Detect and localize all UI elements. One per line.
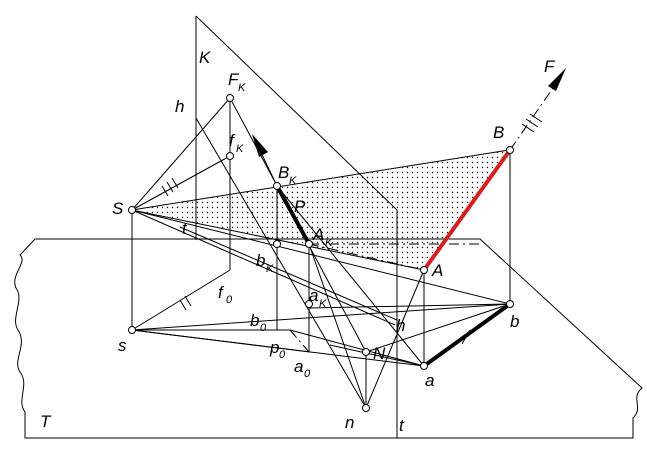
label-bk-small-sub: K — [266, 263, 274, 275]
label-a0-sub: 0 — [304, 368, 311, 380]
label-a0: a — [294, 357, 303, 376]
segment-bk-ak — [275, 185, 311, 245]
label-bk-small: b — [256, 251, 265, 270]
ticks-s-ground — [179, 295, 192, 311]
label-t-lower: t — [399, 416, 405, 435]
label-f0-sub: 0 — [226, 294, 233, 306]
arrow-f-icon — [548, 68, 566, 91]
label-b-ground: b — [510, 312, 519, 331]
label-a-ground: a — [425, 371, 434, 390]
label-bk: B — [278, 163, 289, 182]
label-ak-small-sub: K — [319, 298, 327, 310]
label-fk: F — [228, 70, 240, 89]
label-a-upper: A — [431, 261, 443, 280]
spatial-rays — [131, 97, 511, 326]
dashdot-lines — [289, 243, 480, 353]
label-fk-sub: K — [238, 82, 246, 94]
ticks-f — [521, 113, 543, 133]
ground-rays — [131, 269, 511, 367]
label-s-ground: s — [118, 336, 127, 355]
label-ak-small: a — [309, 286, 318, 305]
label-s-center: S — [112, 199, 124, 218]
vertical-projectors — [131, 98, 511, 408]
segment-ab — [422, 148, 512, 272]
label-t: T — [40, 412, 52, 431]
label-k: K — [199, 48, 211, 67]
ground-plane-t — [14, 238, 643, 439]
label-p0-sub: 0 — [279, 349, 286, 361]
direction-line-f — [509, 74, 563, 151]
label-fk-small-sub: K — [236, 143, 244, 155]
tick-ab-ground — [461, 329, 471, 345]
label-n-upper: N — [373, 344, 386, 363]
label-p: P — [294, 197, 306, 216]
label-fk-small: f — [229, 131, 236, 150]
label-b-upper: B — [493, 123, 504, 142]
label-ak: A — [312, 225, 324, 244]
label-f0: f — [218, 283, 225, 302]
label-h-lower: h — [396, 316, 405, 335]
label-t-upper: t — [182, 219, 188, 238]
label-b0-sub: 0 — [260, 322, 267, 334]
label-f: F — [544, 57, 556, 76]
points — [128, 94, 514, 412]
label-ak-sub: K — [325, 237, 333, 249]
label-h-upper: h — [175, 97, 184, 116]
construction-lines — [131, 97, 511, 409]
ticks-s-ray — [161, 177, 179, 197]
label-p0: p — [269, 338, 279, 357]
label-bk-sub: K — [289, 175, 297, 187]
shaded-plane-sab — [132, 150, 509, 270]
arrow-fk-icon — [252, 134, 268, 157]
label-b0: b — [250, 311, 259, 330]
label-n-lower: n — [345, 413, 354, 432]
